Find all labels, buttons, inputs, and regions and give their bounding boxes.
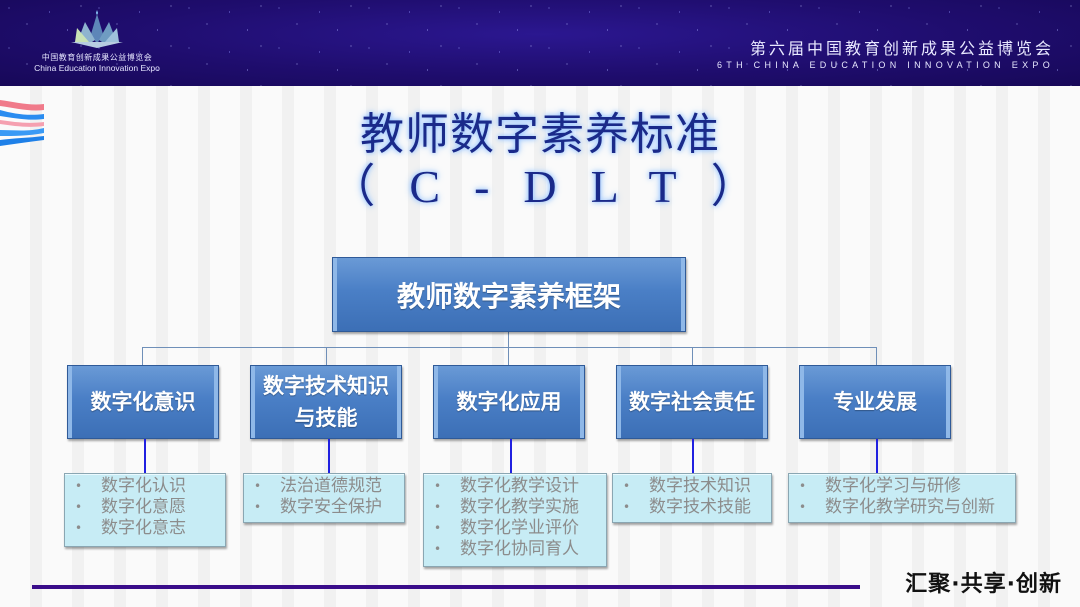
expo-title: 第六届中国教育创新成果公益博览会 6TH CHINA EDUCATION INN…: [717, 35, 1054, 70]
list-item: •数字化教学设计: [434, 476, 579, 496]
logo-text-cn: 中国教育创新成果公益博览会: [41, 53, 153, 62]
list-item: •数字化教学研究与创新: [799, 497, 995, 517]
page-title: 教师数字素养标准: [360, 109, 720, 160]
leaf-connector-5: [876, 439, 878, 473]
footer-divider: [32, 585, 860, 589]
expo-title-en: 6TH CHINA EDUCATION INNOVATION EXPO: [716, 60, 1054, 70]
connector-branch-3: [508, 347, 509, 365]
ribbon-decoration-icon: [0, 100, 44, 146]
list-item: •数字化意愿: [75, 497, 186, 517]
logo-text-en: China Education Innovation Expo: [34, 63, 160, 73]
list-item: •数字安全保护: [254, 497, 382, 517]
list-item: •数字化协同育人: [434, 539, 579, 559]
connector-root-down: [508, 332, 509, 348]
expo-logo: 中国教育创新成果公益博览会 China Education Innovation…: [22, 10, 172, 86]
list-item: •数字化学业评价: [434, 518, 579, 538]
framework-root-box: 教师数字素养框架: [332, 257, 686, 332]
list-item: •数字化教学实施: [434, 497, 579, 517]
branch-digital-application: 数字化应用: [433, 365, 585, 439]
list-item: •数字技术知识: [623, 476, 751, 496]
list-item: •数字化认识: [75, 476, 186, 496]
branch-label-line-2: 与技能: [294, 406, 358, 430]
branch-label-line-1: 数字技术知识: [263, 374, 389, 398]
leaf-list-social-responsibility: •数字技术知识 •数字技术技能: [612, 473, 772, 523]
leaf-connector-4: [692, 439, 694, 473]
connector-branch-1: [142, 347, 143, 365]
connector-branch-2: [326, 347, 327, 365]
leaf-list-tech-knowledge: •法治道德规范 •数字安全保护: [243, 473, 405, 523]
leaf-connector-2: [328, 439, 330, 473]
connector-branch-5: [876, 347, 877, 365]
branch-digital-awareness: 数字化意识: [67, 365, 219, 439]
connector-branch-4: [692, 347, 693, 365]
list-item: •法治道德规范: [254, 476, 382, 496]
branch-digital-tech-knowledge-skills: 数字技术知识 与技能: [250, 365, 402, 439]
leaf-connector-1: [144, 439, 146, 473]
leaf-list-professional-development: •数字化学习与研修 •数字化教学研究与创新: [788, 473, 1016, 523]
leaf-connector-3: [510, 439, 512, 473]
expo-title-cn: 第六届中国教育创新成果公益博览会: [749, 39, 1054, 58]
branch-digital-social-responsibility: 数字社会责任: [616, 365, 768, 439]
lotus-icon: [71, 10, 123, 48]
starfield-background: [0, 0, 1080, 86]
header-banner: 中国教育创新成果公益博览会 China Education Innovation…: [0, 0, 1080, 86]
branch-professional-development: 专业发展: [799, 365, 951, 439]
list-item: •数字化学习与研修: [799, 476, 961, 496]
leaf-list-awareness: •数字化认识 •数字化意愿 •数字化意志: [64, 473, 226, 547]
list-item: •数字技术技能: [623, 497, 751, 517]
page-subtitle: （C-DLT）: [329, 161, 791, 212]
leaf-list-application: •数字化教学设计 •数字化教学实施 •数字化学业评价 •数字化协同育人: [423, 473, 607, 567]
connector-horizontal: [142, 347, 876, 348]
footer-slogan: 汇聚·共享·创新: [905, 572, 1062, 597]
list-item: •数字化意志: [75, 518, 186, 538]
